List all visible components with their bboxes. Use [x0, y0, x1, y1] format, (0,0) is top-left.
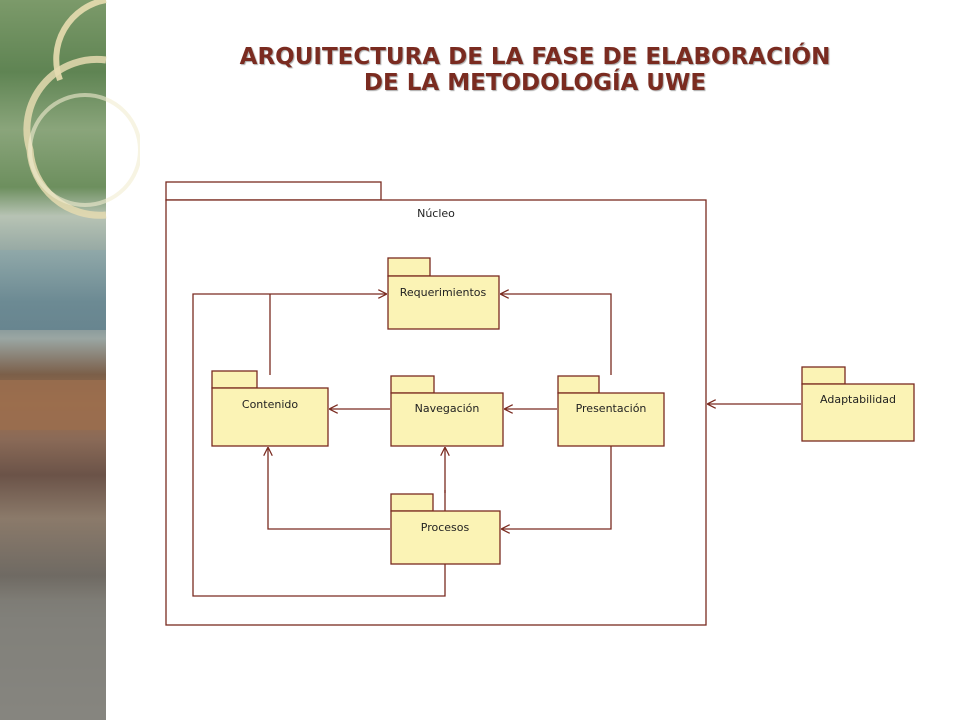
decor-circle-inner	[28, 93, 140, 207]
package-requerimientos: Requerimientos	[387, 257, 500, 330]
dep-presentacion-requerimientos	[501, 294, 612, 375]
decor-arc-middle	[23, 55, 107, 219]
dep-presentacion-procesos	[502, 446, 612, 529]
package-tab	[557, 375, 600, 394]
decor-arc-top	[53, 0, 107, 82]
package-presentacion: Presentación	[557, 375, 665, 447]
package-body	[801, 383, 915, 442]
package-label-contenido: Contenido	[242, 398, 298, 411]
photo-roof-band	[0, 250, 106, 330]
photo-ground-band	[0, 600, 106, 720]
package-tab	[801, 366, 846, 385]
decorative-circles	[23, 0, 140, 219]
nucleo-frame-tab	[165, 181, 382, 201]
package-body	[211, 387, 329, 447]
package-label-adaptabilidad: Adaptabilidad	[820, 393, 896, 406]
package-label-procesos: Procesos	[421, 521, 470, 534]
package-navegacion: Navegación	[390, 375, 504, 447]
package-label-requerimientos: Requerimientos	[400, 286, 487, 299]
nucleo-frame-label: Núcleo	[417, 207, 455, 220]
package-body	[390, 392, 504, 447]
package-adaptabilidad: Adaptabilidad	[801, 366, 915, 442]
package-tab	[387, 257, 431, 277]
package-body	[387, 275, 500, 330]
package-contenido: Contenido	[211, 370, 329, 447]
package-tab	[390, 375, 435, 394]
title-line-2: DE LA METODOLOGÍA UWE	[363, 70, 707, 96]
package-tab	[390, 493, 434, 512]
package-procesos: Procesos	[390, 493, 501, 565]
package-label-presentacion: Presentación	[576, 402, 647, 415]
dep-procesos-contenido	[268, 448, 390, 530]
slide-title: ARQUITECTURA DE LA FASE DE ELABORACIÓN D…	[120, 44, 950, 96]
photo-building-band	[0, 380, 106, 430]
package-body	[390, 510, 501, 565]
package-tab	[211, 370, 258, 389]
background-photo-strip	[0, 0, 106, 720]
package-label-navegacion: Navegación	[415, 402, 480, 415]
package-body	[557, 392, 665, 447]
title-line-1: ARQUITECTURA DE LA FASE DE ELABORACIÓN	[239, 44, 831, 70]
